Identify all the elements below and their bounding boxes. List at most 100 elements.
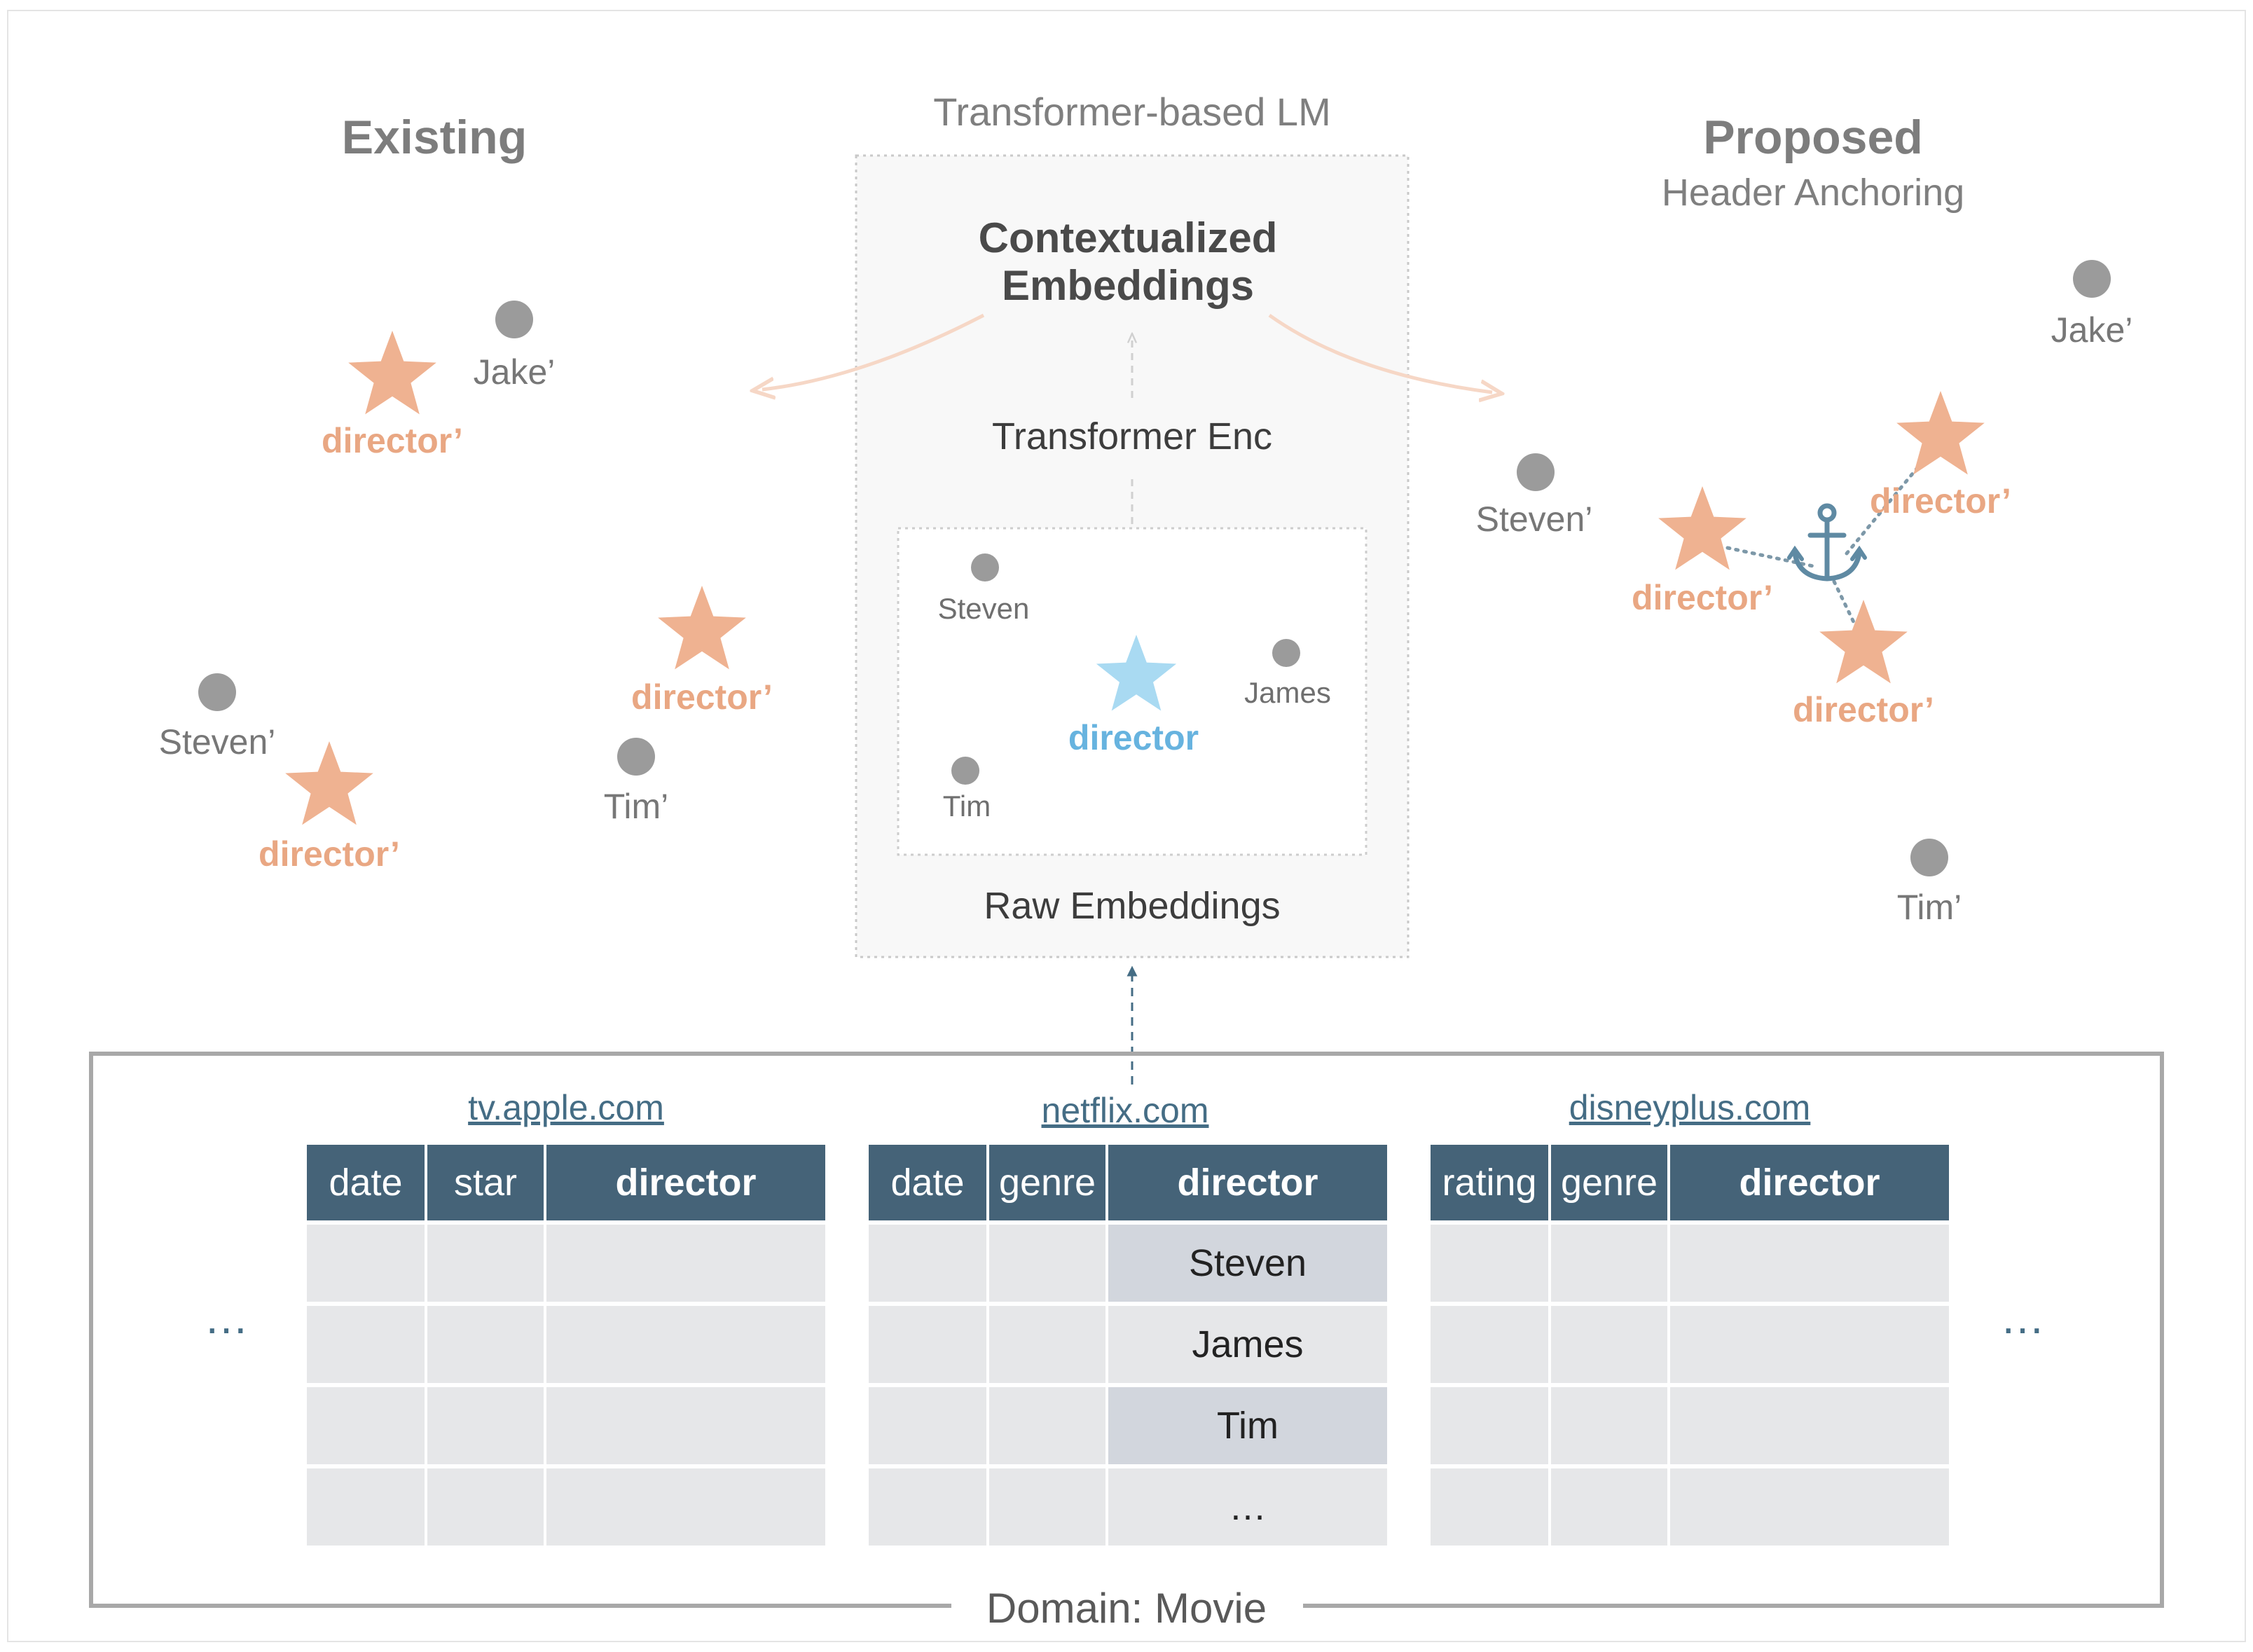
table-cell bbox=[869, 1220, 989, 1304]
arrow-to-existing bbox=[762, 313, 985, 390]
table-apple: date star director bbox=[307, 1145, 825, 1546]
table-cell bbox=[1431, 1383, 1551, 1466]
column-header: director bbox=[1669, 1145, 1949, 1223]
table-cell bbox=[1550, 1464, 1670, 1546]
table-row bbox=[307, 1464, 825, 1546]
table-netflix: date genre director Steven James Tim … bbox=[869, 1145, 1387, 1546]
table-cell: James bbox=[1107, 1302, 1387, 1385]
table-cell bbox=[1431, 1220, 1551, 1304]
table-row bbox=[307, 1302, 825, 1385]
proposed-point-label: Jake’ bbox=[2051, 310, 2133, 350]
table-row: James bbox=[869, 1302, 1387, 1385]
points-layer bbox=[198, 260, 2111, 876]
raw-embeddings-label: Raw Embeddings bbox=[984, 885, 1281, 927]
more-tables-right-ellipsis: … bbox=[2000, 1293, 2049, 1343]
table-cell bbox=[426, 1220, 546, 1304]
table-cell bbox=[307, 1383, 427, 1466]
embedding-point bbox=[951, 757, 979, 785]
existing-point-label: Jake’ bbox=[473, 352, 556, 392]
domain-link-apple[interactable]: tv.apple.com bbox=[468, 1088, 664, 1127]
column-header: director bbox=[545, 1145, 825, 1223]
raw-point-label: Steven bbox=[937, 592, 1030, 625]
column-header: director bbox=[1107, 1145, 1387, 1223]
proposed-star-label: director’ bbox=[1793, 690, 1934, 729]
arrow-to-proposed bbox=[1268, 313, 1492, 392]
table-cell bbox=[1550, 1302, 1670, 1385]
proposed-star-label: director’ bbox=[1870, 481, 2011, 521]
column-header: date bbox=[307, 1145, 427, 1223]
proposed-title: Proposed bbox=[1703, 111, 1923, 164]
more-tables-left-ellipsis: … bbox=[204, 1293, 253, 1343]
table-cell bbox=[1550, 1220, 1670, 1304]
contextualized-embeddings-label: Contextualized Embeddings bbox=[978, 214, 1278, 309]
table-cell bbox=[426, 1383, 546, 1466]
table-row: … bbox=[869, 1464, 1387, 1546]
table-cell bbox=[869, 1383, 989, 1466]
proposed-star-label: director’ bbox=[1632, 578, 1773, 617]
raw-point-label: Tim bbox=[942, 790, 991, 822]
embedding-point bbox=[2073, 260, 2111, 298]
embedding-point bbox=[1910, 839, 1948, 876]
table-cell bbox=[426, 1302, 546, 1385]
table-cell bbox=[426, 1464, 546, 1546]
header-star-marker bbox=[1658, 486, 1746, 570]
embedding-point bbox=[617, 738, 655, 776]
header-star-marker bbox=[1896, 391, 1985, 475]
table-cell bbox=[307, 1220, 427, 1304]
table-cell bbox=[869, 1302, 989, 1385]
table-row bbox=[307, 1220, 825, 1304]
table-cell bbox=[1669, 1302, 1949, 1385]
table-row bbox=[1431, 1464, 1949, 1546]
table-cell bbox=[1431, 1464, 1551, 1546]
table-cell bbox=[545, 1220, 825, 1304]
column-header: star bbox=[426, 1145, 546, 1223]
existing-title: Existing bbox=[341, 111, 528, 164]
header-star-marker bbox=[658, 586, 746, 670]
embedding-point bbox=[1272, 639, 1300, 667]
domain-link-netflix[interactable]: netflix.com bbox=[1041, 1091, 1209, 1130]
existing-star-label: director’ bbox=[322, 421, 463, 460]
domain-box bbox=[89, 1052, 2164, 1608]
table-cell bbox=[869, 1464, 989, 1546]
header-star-marker bbox=[1096, 635, 1177, 711]
raw-star-label: director bbox=[1068, 718, 1199, 757]
table-cell bbox=[988, 1464, 1108, 1546]
table-cell bbox=[988, 1383, 1108, 1466]
embedding-point bbox=[971, 553, 999, 581]
transformer-enc-label: Transformer Enc bbox=[991, 415, 1273, 457]
domain-link-disneyplus[interactable]: disneyplus.com bbox=[1569, 1088, 1811, 1127]
table-cell: … bbox=[1107, 1464, 1387, 1546]
column-header: rating bbox=[1431, 1145, 1551, 1223]
table-cell bbox=[545, 1302, 825, 1385]
table-row: Tim bbox=[869, 1383, 1387, 1466]
table-cell bbox=[988, 1220, 1108, 1304]
column-header: date bbox=[869, 1145, 989, 1223]
embedding-point bbox=[495, 301, 533, 338]
embedding-point bbox=[198, 673, 236, 711]
table-cell: Steven bbox=[1107, 1220, 1387, 1304]
header-star-marker bbox=[1819, 600, 1908, 684]
proposed-subtitle: Header Anchoring bbox=[1661, 172, 1965, 214]
table-cell bbox=[1669, 1464, 1949, 1546]
column-header: genre bbox=[988, 1145, 1108, 1223]
table-cell bbox=[307, 1302, 427, 1385]
anchor-icon bbox=[1787, 503, 1867, 581]
table-row: Steven bbox=[869, 1220, 1387, 1304]
table-cell bbox=[545, 1464, 825, 1546]
figure-frame bbox=[7, 10, 2246, 1642]
header-star-marker bbox=[285, 741, 373, 825]
table-cell bbox=[1669, 1383, 1949, 1466]
existing-point-label: Steven’ bbox=[158, 722, 276, 762]
table-cell bbox=[1431, 1302, 1551, 1385]
table-cell bbox=[545, 1383, 825, 1466]
table-cell: Tim bbox=[1107, 1383, 1387, 1466]
existing-point-label: Tim’ bbox=[603, 787, 669, 826]
domain-label: Domain: Movie bbox=[986, 1585, 1267, 1632]
table-cell bbox=[988, 1302, 1108, 1385]
existing-star-label: director’ bbox=[631, 677, 773, 717]
table-disneyplus: rating genre director bbox=[1431, 1145, 1949, 1546]
table-row bbox=[307, 1383, 825, 1466]
proposed-point-label: Steven’ bbox=[1475, 500, 1593, 539]
header-star-marker bbox=[348, 331, 436, 415]
